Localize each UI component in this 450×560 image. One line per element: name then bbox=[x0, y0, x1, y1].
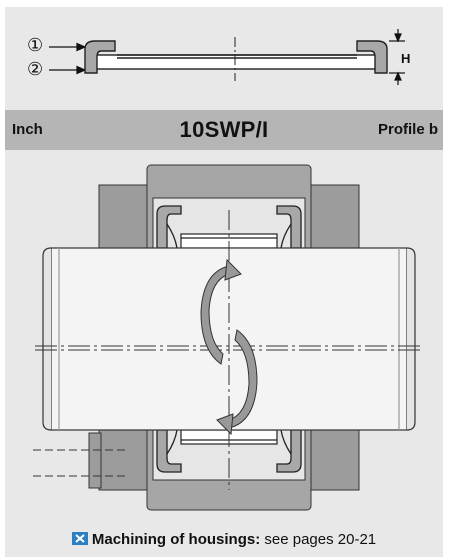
footer-note: Machining of housings: see pages 20-21 bbox=[5, 527, 443, 553]
seal-top-left bbox=[156, 205, 182, 249]
seal-top-right bbox=[276, 205, 302, 249]
product-title: 10SWP/I bbox=[179, 117, 269, 142]
marker-2-label: ② bbox=[27, 59, 43, 80]
seal-profile-diagram: ① ② H bbox=[27, 29, 410, 85]
footer-pages-text: see pages 20-21 bbox=[260, 531, 377, 548]
shaft-axis bbox=[35, 345, 423, 351]
header-band: 10SWP/I Inch Profile b bbox=[5, 110, 443, 150]
seal-ring bbox=[84, 40, 388, 74]
close-x-icon bbox=[71, 532, 88, 545]
seal-bottom-left bbox=[156, 429, 182, 473]
height-label: H bbox=[401, 51, 410, 66]
profile-label: Profile b bbox=[377, 121, 438, 138]
installation-diagram bbox=[33, 164, 423, 511]
height-dimension bbox=[389, 29, 405, 85]
marker-arrows bbox=[49, 42, 87, 75]
seal-bottom-right bbox=[276, 429, 302, 473]
rotation-arrow-icon bbox=[200, 258, 258, 436]
shaft-stub bbox=[33, 432, 125, 489]
datasheet-panel: ① ② H 10SWP/I bbox=[5, 7, 443, 557]
unit-label: Inch bbox=[12, 121, 43, 138]
footer-separator: : bbox=[255, 531, 261, 548]
marker-1-label: ① bbox=[27, 35, 43, 56]
machining-link[interactable]: Machining of housings bbox=[91, 531, 256, 548]
